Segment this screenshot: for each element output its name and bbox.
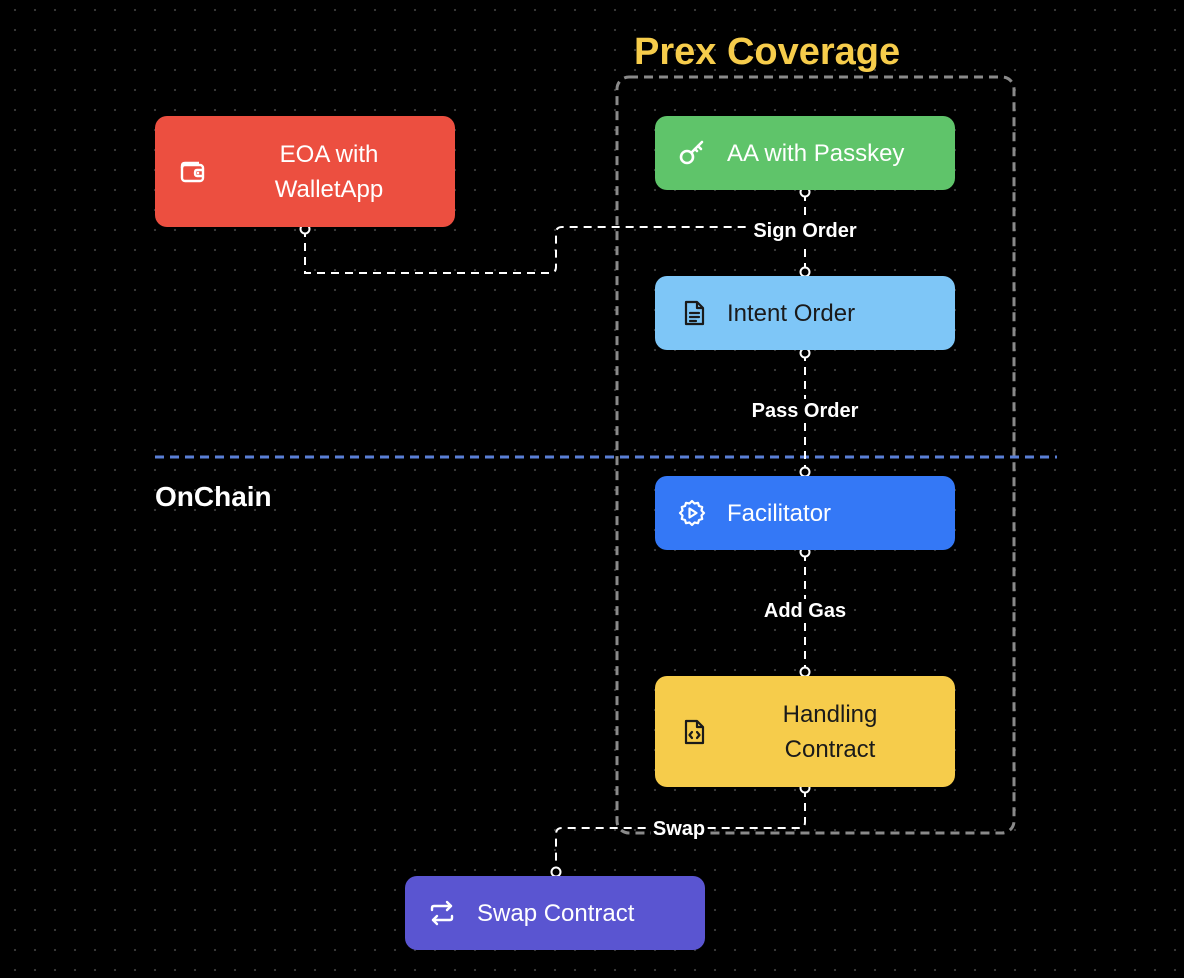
key-icon: [679, 140, 704, 165]
edge-label-add-gas: Add Gas: [761, 599, 849, 623]
node-facilitator-label: Facilitator: [727, 499, 832, 527]
document-icon: [684, 300, 705, 326]
node-handling-contract[interactable]: Handling Contract: [655, 676, 955, 787]
node-intent-label: Intent Order: [727, 299, 856, 327]
wallet-icon: [180, 161, 205, 182]
node-swap-contract[interactable]: Swap Contract: [405, 876, 705, 950]
node-swap-label: Swap Contract: [477, 899, 635, 927]
edge-label-swap: Swap: [650, 817, 708, 841]
node-handling-label: Handling Contract: [782, 700, 878, 763]
node-eoa-label: EOA with WalletApp: [274, 140, 384, 203]
edge-label-pass-order: Pass Order: [749, 399, 861, 423]
prex-coverage-boundary: [615, 75, 1016, 835]
swap-arrows-icon: [430, 900, 454, 926]
node-aa-label: AA with Passkey: [727, 139, 905, 167]
gear-play-icon: [678, 499, 706, 527]
edge-eoa-to-intent: [304, 226, 805, 274]
node-intent-order[interactable]: Intent Order: [655, 276, 955, 350]
node-eoa-with-walletapp[interactable]: EOA with WalletApp: [155, 116, 455, 227]
node-facilitator[interactable]: Facilitator: [655, 476, 955, 550]
code-file-icon: [684, 719, 705, 744]
prex-coverage-title: Prex Coverage: [634, 31, 901, 73]
node-aa-with-passkey[interactable]: AA with Passkey: [655, 116, 955, 190]
onchain-zone-label: OnChain: [155, 481, 272, 512]
edge-label-sign-order: Sign Order: [751, 219, 859, 243]
